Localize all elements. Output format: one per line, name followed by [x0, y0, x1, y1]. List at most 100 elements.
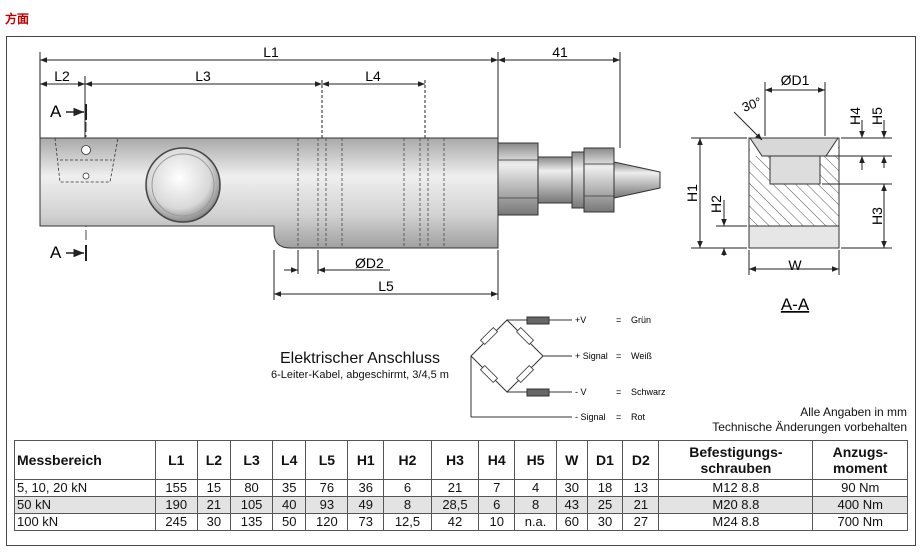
- table-header-cell: L4: [271, 440, 307, 480]
- table-cell: 27: [622, 513, 660, 531]
- table-cell: 18: [586, 479, 624, 497]
- dim-D2: ØD2: [355, 255, 384, 271]
- table-header-cell: H2: [383, 440, 432, 480]
- dim-L4: L4: [365, 68, 381, 84]
- resistor-icon: [526, 388, 550, 397]
- table-cell: 8: [514, 496, 557, 514]
- table-cell: 12,5: [383, 513, 432, 531]
- connection-title: Elektrischer Anschluss: [279, 350, 441, 367]
- table-cell: 60: [555, 513, 588, 531]
- table-cell: 21: [196, 496, 232, 514]
- mount-hole-small-icon: [82, 172, 90, 180]
- connection-subtitle: 6-Leiter-Kabel, abgeschirmt, 3/4,5 m: [271, 369, 449, 381]
- cable-icon: [613, 161, 661, 199]
- section-marker-top: A: [50, 102, 62, 121]
- table-cell: 8: [383, 496, 432, 514]
- table-header-cell: D2: [622, 440, 660, 480]
- wire-color-3: Rot: [631, 412, 646, 422]
- wire-color-2: Schwarz: [631, 387, 666, 397]
- table-cell: M12 8.8: [658, 479, 814, 497]
- table-header-cell: Messbereich: [14, 440, 156, 480]
- top-dimension-lines: [39, 52, 621, 148]
- table-header-cell: L1: [154, 440, 198, 480]
- table-cell: 100 kN: [14, 513, 156, 531]
- table-header-cell: Anzugs-moment: [812, 440, 908, 480]
- bridge-circuit: [470, 319, 572, 418]
- table-header-cell: L3: [230, 440, 273, 480]
- table-cell: 73: [347, 513, 385, 531]
- section-dimension-lines: [691, 82, 892, 275]
- table-header-cell: W: [555, 440, 588, 480]
- load-cell-body: [39, 137, 499, 249]
- table-header-cell: H3: [430, 440, 480, 480]
- table-cell: 21: [622, 496, 660, 514]
- table-cell: 36: [347, 479, 385, 497]
- dim-H3: H3: [869, 207, 885, 225]
- table-cell: n.a.: [514, 513, 557, 531]
- section-marker-bottom: A: [50, 243, 62, 262]
- table-cell: 5, 10, 20 kN: [14, 479, 156, 497]
- dim-L5: L5: [378, 278, 394, 294]
- table-header-cell: L5: [305, 440, 349, 480]
- table-cell: 7: [478, 479, 516, 497]
- table-cell: 30: [555, 479, 588, 497]
- mount-hole-icon: [81, 145, 91, 155]
- table-cell: 30: [196, 513, 232, 531]
- table-cell: 700 Nm: [812, 513, 908, 531]
- table-cell: 135: [230, 513, 273, 531]
- drawing-frame: [6, 36, 916, 546]
- table-header-cell: H1: [347, 440, 385, 480]
- dim-L1: L1: [263, 44, 279, 60]
- dim-D1: ØD1: [781, 72, 810, 88]
- wire-color-0: Grün: [631, 315, 651, 325]
- dim-H2: H2: [708, 195, 724, 213]
- section-view-label: A-A: [781, 295, 810, 314]
- table-cell: 4: [514, 479, 557, 497]
- table-cell: 25: [586, 496, 624, 514]
- table-cell: 35: [271, 479, 307, 497]
- bore-hole-icon: [145, 147, 221, 223]
- dim-H4: H4: [847, 107, 863, 125]
- dim-angle: 30°: [740, 94, 764, 115]
- page-header: 方面: [5, 12, 30, 26]
- svg-text:=: =: [616, 351, 621, 361]
- table-cell: 40: [271, 496, 307, 514]
- svg-text:=: =: [616, 315, 621, 325]
- wiring-legend: +V = Grün + Signal = Weiß - V = Schwarz …: [575, 315, 666, 422]
- table-header-cell: L2: [196, 440, 232, 480]
- table-cell: 43: [555, 496, 588, 514]
- notes: Alle Angaben in mm Technische Änderungen…: [712, 405, 907, 435]
- note-units: Alle Angaben in mm: [800, 405, 907, 419]
- bottom-dimension-lines: [273, 250, 499, 300]
- thread-bore: [769, 155, 821, 185]
- table-cell: 49: [347, 496, 385, 514]
- table-cell: 50 kN: [14, 496, 156, 514]
- table-cell: 13: [622, 479, 660, 497]
- table-cell: M24 8.8: [658, 513, 814, 531]
- svg-text:=: =: [616, 387, 621, 397]
- table-header-cell: D1: [586, 440, 624, 480]
- table-cell: 28,5: [430, 496, 480, 514]
- table-cell: 105: [230, 496, 273, 514]
- table-header-cell: Befestigungs-schrauben: [658, 440, 814, 480]
- wire-color-1: Weiß: [631, 351, 652, 361]
- table-cell: 93: [305, 496, 349, 514]
- table-cell: 6: [383, 479, 432, 497]
- svg-text:=: =: [616, 412, 621, 422]
- table-cell: 155: [154, 479, 198, 497]
- wire-terminal-3: - Signal: [575, 412, 606, 422]
- wire-terminal-0: +V: [575, 315, 586, 325]
- note-changes: Technische Änderungen vorbehalten: [712, 420, 907, 434]
- table-cell: 6: [478, 496, 516, 514]
- table-cell: 120: [305, 513, 349, 531]
- table-cell: 400 Nm: [812, 496, 908, 514]
- table-cell: 190: [154, 496, 198, 514]
- dim-H1: H1: [684, 184, 700, 202]
- table-header-cell: H5: [514, 440, 557, 480]
